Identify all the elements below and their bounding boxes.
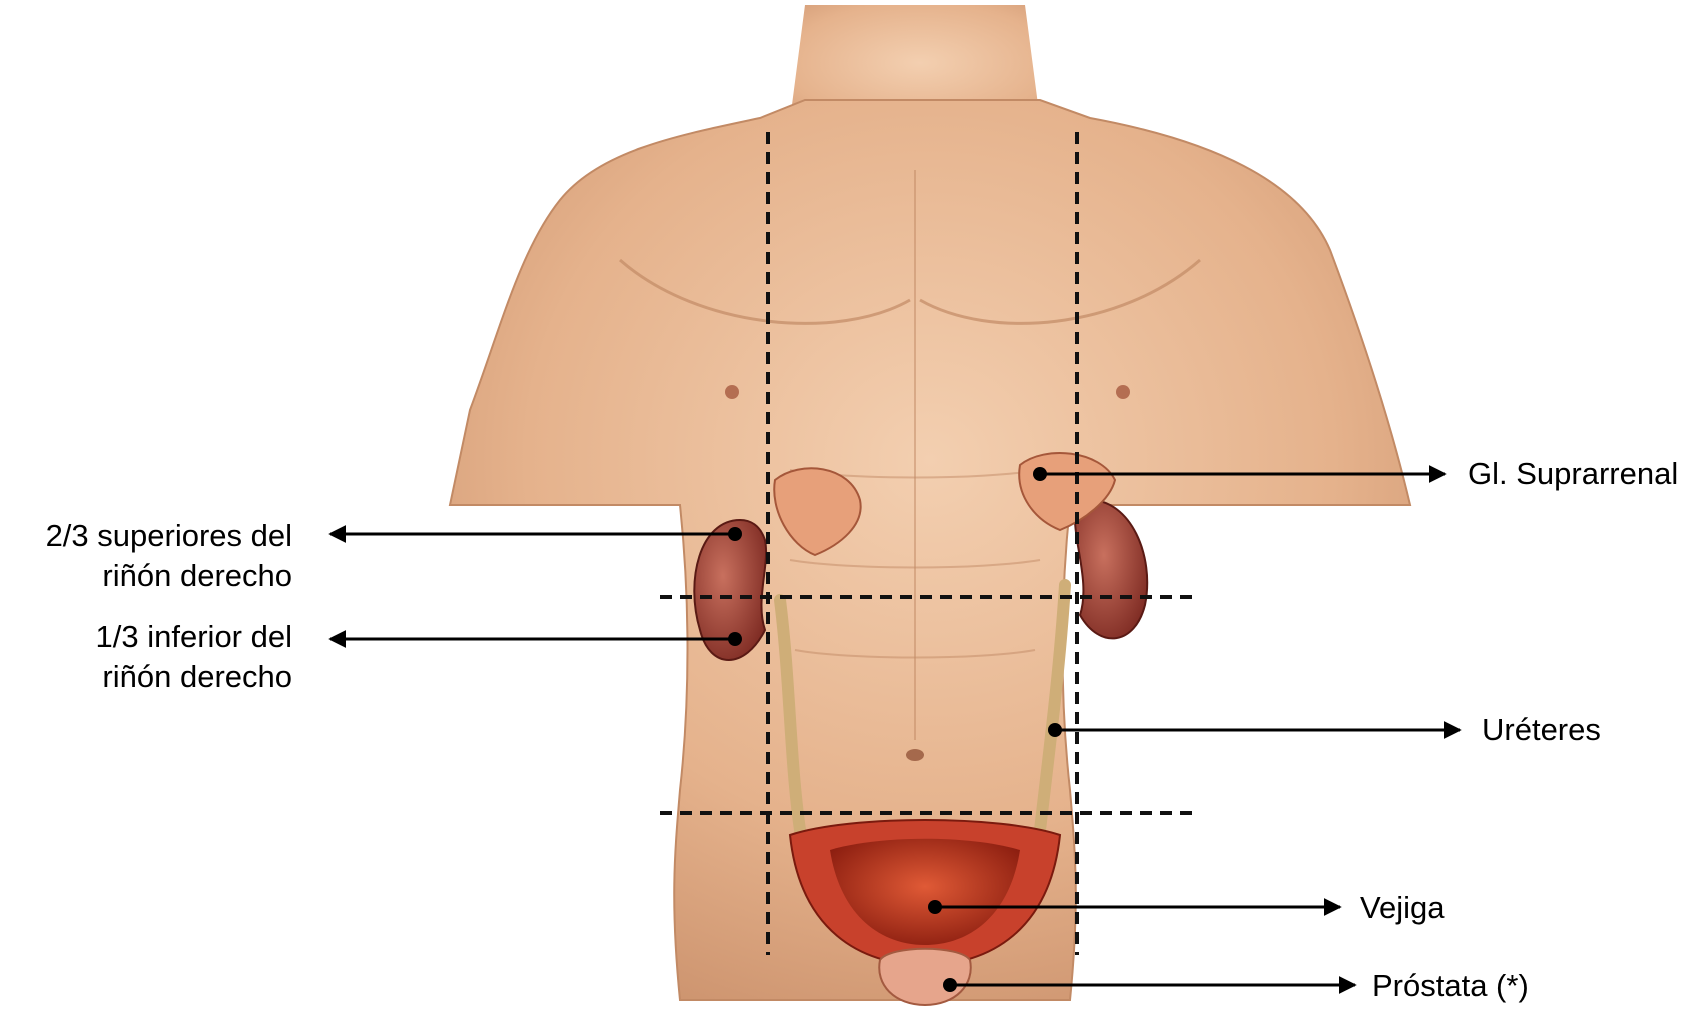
nipple-left	[725, 385, 739, 399]
label-kidney-lower-line1: 1/3 inferior del	[10, 617, 292, 657]
label-kidney-lower-line2: riñón derecho	[10, 657, 292, 697]
label-kidney-upper-line1: 2/3 superiores del	[10, 516, 292, 556]
kidney-left-anatomical	[1075, 500, 1147, 638]
label-kidney-upper: 2/3 superiores del riñón derecho	[10, 516, 292, 596]
label-kidney-lower: 1/3 inferior del riñón derecho	[10, 617, 292, 697]
label-kidney-upper-line2: riñón derecho	[10, 556, 292, 596]
label-adrenal: Gl. Suprarrenal	[1468, 454, 1678, 494]
label-prostate: Próstata (*)	[1372, 966, 1529, 1006]
label-bladder: Vejiga	[1360, 888, 1444, 928]
nipple-right	[1116, 385, 1130, 399]
navel	[906, 749, 924, 761]
label-ureters: Uréteres	[1482, 710, 1601, 750]
